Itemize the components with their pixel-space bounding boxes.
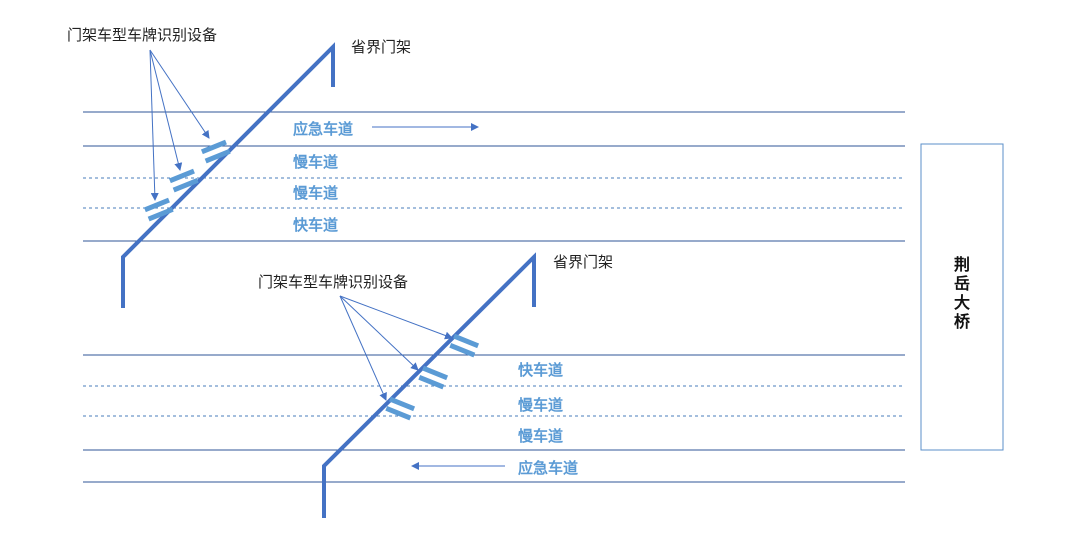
device-callout-label: 门架车型车牌识别设备	[258, 273, 408, 291]
callout-pointer	[149, 49, 183, 171]
bridge-frame	[920, 143, 1004, 451]
lane-label-fast: 快车道	[518, 361, 563, 379]
lane-label-fast: 快车道	[293, 216, 338, 234]
camera-device-icon	[168, 168, 199, 193]
bridge-name: 荆岳大桥	[954, 255, 971, 331]
top-roadway: 应急车道 慢车道 慢车道 快车道 门架车型车牌识别设备 省界门架	[67, 26, 905, 308]
callout-pointer	[339, 295, 453, 340]
device-callout-label: 门架车型车牌识别设备	[67, 26, 217, 44]
gantry-line	[322, 252, 536, 518]
lane-label-emergency: 应急车道	[518, 459, 578, 477]
lane-label-slow-2: 慢车道	[518, 427, 563, 445]
lane-label-slow-1: 慢车道	[293, 153, 338, 171]
callout-pointer	[339, 295, 387, 401]
camera-device-icon	[385, 396, 416, 421]
lane-label-emergency: 应急车道	[293, 120, 353, 138]
lane-label-slow-1: 慢车道	[518, 396, 563, 414]
camera-device-icon	[143, 197, 174, 222]
callout-pointer	[149, 49, 159, 201]
callout-pointer	[149, 49, 210, 139]
gantry-label: 省界门架	[553, 253, 613, 271]
gantry-label: 省界门架	[351, 38, 411, 56]
lane-label-slow-2: 慢车道	[293, 184, 338, 202]
camera-device-icon	[200, 139, 231, 164]
bridge-box: 荆岳大桥	[920, 143, 1004, 451]
bottom-roadway: 快车道 慢车道 慢车道 应急车道 门架车型车牌识别设备 省界门架	[83, 252, 905, 518]
camera-device-icon	[418, 365, 449, 390]
callout-pointer	[339, 295, 419, 371]
camera-device-icon	[449, 333, 480, 358]
